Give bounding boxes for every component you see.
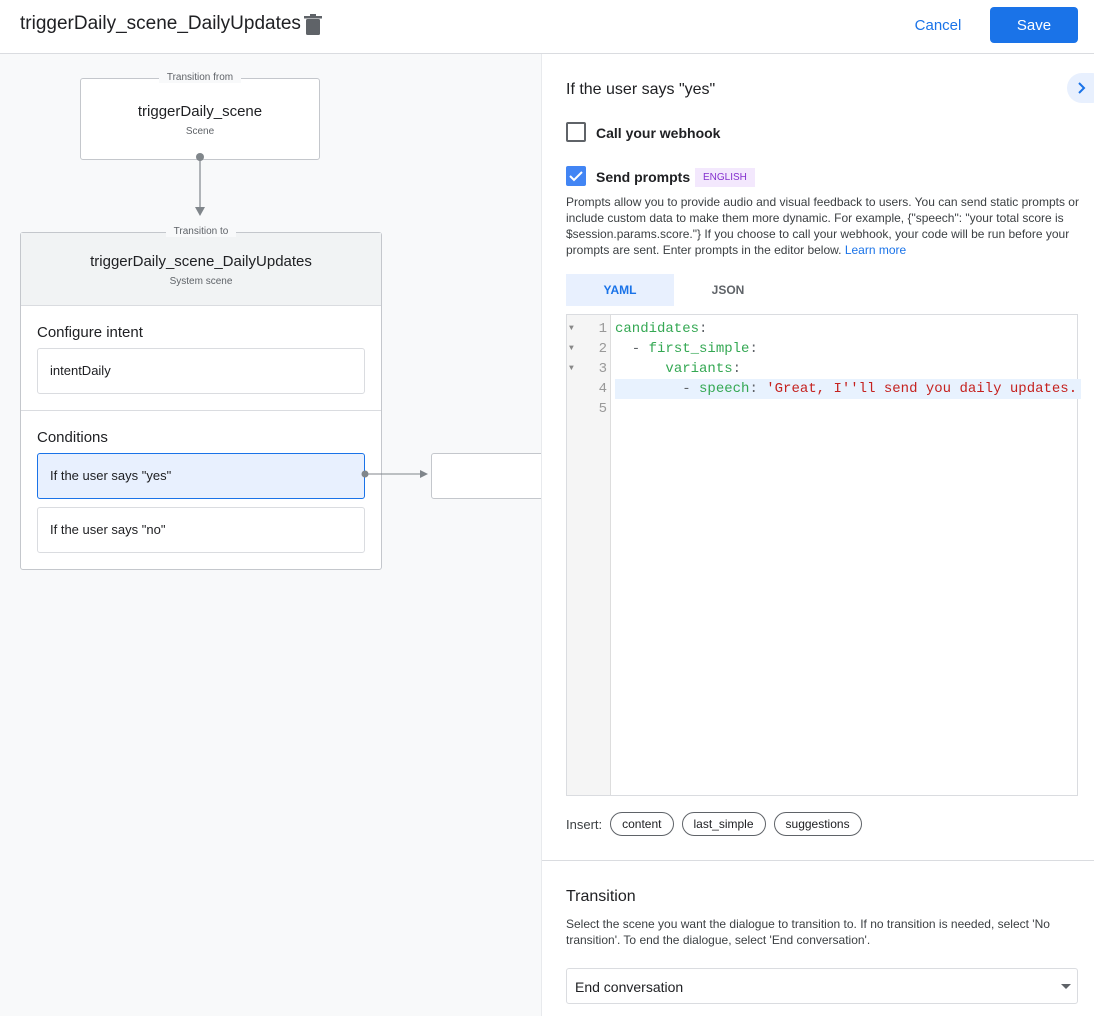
header: triggerDaily_scene_DailyUpdates Cancel S…: [0, 0, 1094, 54]
condition-item-yes[interactable]: If the user says "yes": [37, 453, 365, 499]
collapse-panel-button[interactable]: [1067, 73, 1094, 103]
yaml-punct: :: [699, 321, 708, 337]
page-title: triggerDaily_scene_DailyUpdates: [20, 13, 301, 34]
indent: [615, 361, 665, 377]
transition-to-label: Transition to: [165, 226, 237, 237]
intent-item[interactable]: intentDaily: [37, 348, 365, 394]
transition-selected-value: End conversation: [575, 979, 684, 995]
yaml-dash: -: [615, 341, 649, 357]
tab-yaml[interactable]: YAML: [566, 274, 674, 306]
code-editor[interactable]: ▼ 1 candidates: ▼ 2 - first_simple: ▼ 3 vari…: [566, 314, 1081, 796]
insert-content-chip[interactable]: content: [610, 812, 674, 836]
transition-description: Select the scene you want the dialogue t…: [566, 917, 1050, 947]
language-badge: ENGLISH: [695, 168, 755, 187]
yaml-dash: -: [615, 381, 700, 397]
description-text: Prompts allow you to provide audio and v…: [566, 195, 1079, 257]
learn-more-link[interactable]: Learn more: [844, 243, 907, 257]
transition-select[interactable]: End conversation: [566, 968, 1078, 1004]
send-prompts-checkbox[interactable]: [566, 166, 586, 186]
to-scene-title: triggerDaily_scene_DailyUpdates: [90, 253, 312, 270]
chevron-right-icon: [1078, 82, 1086, 94]
cancel-button[interactable]: Cancel: [900, 8, 976, 42]
line-number: 3: [598, 361, 607, 377]
line-number: 5: [598, 401, 607, 417]
insert-last-simple-chip[interactable]: last_simple: [681, 812, 766, 836]
to-scene-type: System scene: [169, 276, 233, 287]
tab-json[interactable]: JSON: [711, 283, 745, 297]
yaml-key: variants: [665, 361, 733, 377]
condition-item-no[interactable]: If the user says "no": [37, 507, 365, 553]
from-scene-title: triggerDaily_scene: [137, 103, 263, 120]
transition-from-label: Transition from: [158, 72, 242, 83]
check-icon: [569, 171, 583, 182]
fold-icon[interactable]: ▼: [569, 324, 574, 333]
condition-arrow: [361, 470, 428, 478]
transition-to-node: Transition to triggerDaily_scene_DailyUp…: [20, 226, 382, 570]
yaml-string: 'Great, I''ll send you daily updates.: [766, 381, 1078, 397]
configure-intent-label: Configure intent: [37, 324, 143, 341]
fold-icon[interactable]: ▼: [569, 364, 574, 373]
yaml-punct: :: [749, 341, 758, 357]
insert-bar: Insert: content last_simple suggestions: [566, 812, 862, 836]
line-number: 4: [598, 381, 607, 397]
from-scene-type: Scene: [185, 126, 215, 137]
panel-heading: If the user says "yes": [566, 81, 716, 98]
yaml-punct: :: [749, 381, 767, 397]
yaml-key: first_simple: [648, 341, 750, 357]
conditions-label: Conditions: [37, 429, 108, 446]
delete-icon[interactable]: [304, 14, 322, 36]
transition-arrow: [195, 153, 205, 216]
yaml-key: candidates: [615, 321, 700, 337]
line-number: 1: [598, 321, 607, 337]
transition-heading: Transition: [566, 888, 636, 905]
divider: [542, 860, 1094, 861]
insert-label: Insert:: [566, 816, 603, 832]
line-number: 2: [598, 341, 607, 357]
dropdown-arrow-icon: [1061, 984, 1071, 989]
save-button[interactable]: Save: [990, 7, 1078, 43]
scene-canvas: Transition from triggerDaily_scene Scene…: [0, 54, 542, 1016]
fold-icon[interactable]: ▼: [569, 344, 574, 353]
send-prompts-label: Send prompts: [596, 169, 691, 185]
insert-suggestions-chip[interactable]: suggestions: [773, 812, 862, 836]
yaml-punct: :: [732, 361, 742, 377]
prompts-description: Prompts allow you to provide audio and v…: [566, 194, 1082, 258]
yaml-key: speech: [699, 381, 750, 397]
transition-from-node[interactable]: Transition from triggerDaily_scene Scene: [80, 72, 320, 160]
webhook-checkbox[interactable]: [566, 122, 586, 142]
target-scene-node[interactable]: [431, 453, 541, 499]
condition-panel: If the user says "yes" Call your webhook…: [542, 54, 1094, 1016]
webhook-label: Call your webhook: [596, 125, 721, 141]
